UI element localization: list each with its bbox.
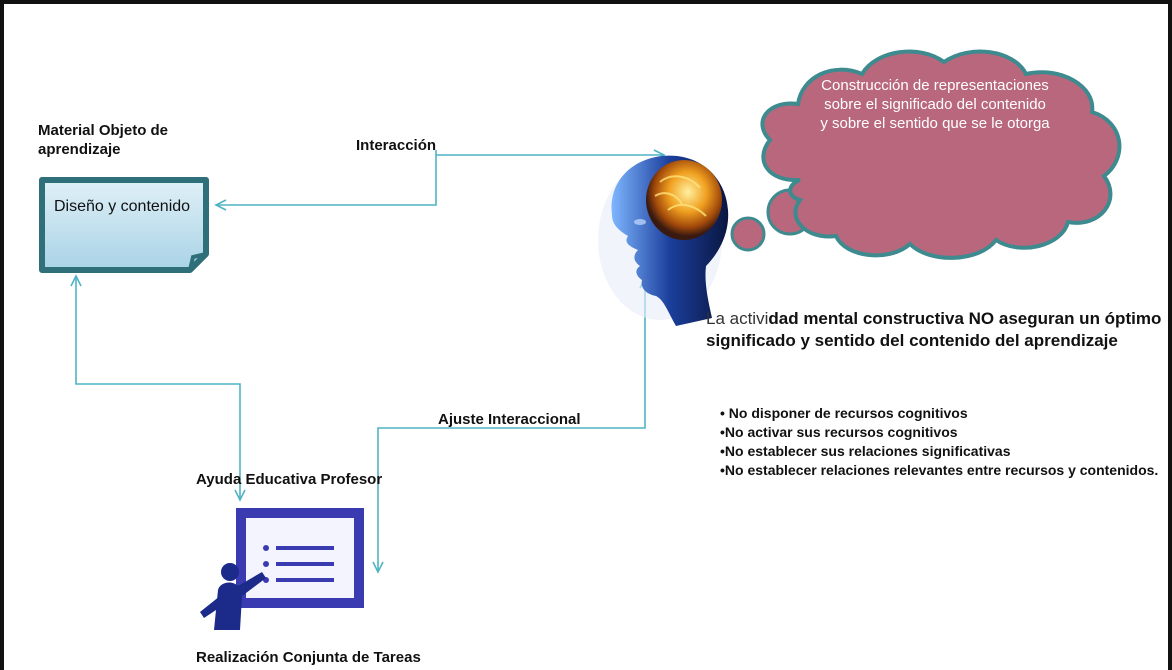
human-head-image — [598, 155, 729, 326]
bullet-item: •No establecer sus relaciones significat… — [720, 443, 1011, 459]
material-document-shape — [39, 177, 209, 273]
bullet-item: • No disponer de recursos cognitivos — [720, 405, 968, 421]
statement-heavy: dad mental constructiva NO aseguran un ó… — [706, 309, 1162, 350]
material-title: Material Objeto de aprendizaje — [38, 122, 169, 158]
realizacion-label: Realización Conjunta de Tareas — [196, 649, 421, 666]
statement-light: La activi — [706, 309, 769, 328]
ayuda-label: Ayuda Educativa Profesor — [196, 471, 383, 488]
statement: La actividad mental constructiva NO aseg… — [706, 308, 1166, 352]
thought-cloud — [730, 49, 1122, 260]
ajuste-label: Ajuste Interaccional — [438, 411, 581, 428]
bullet-item: •No activar sus recursos cognitivos — [720, 424, 958, 440]
material-ayuda-connector — [70, 274, 246, 502]
interaccion-connector — [214, 149, 666, 211]
bullet-list: • No disponer de recursos cognitivos •No… — [720, 404, 1160, 480]
bullet-item: •No establecer relaciones relevantes ent… — [720, 462, 1159, 478]
teacher-board-icon — [200, 508, 364, 630]
interaccion-label: Interacción — [356, 137, 437, 154]
material-document-text: Diseño y contenido — [53, 198, 191, 215]
cloud-text: Construcción de representaciones sobre e… — [820, 77, 1050, 132]
